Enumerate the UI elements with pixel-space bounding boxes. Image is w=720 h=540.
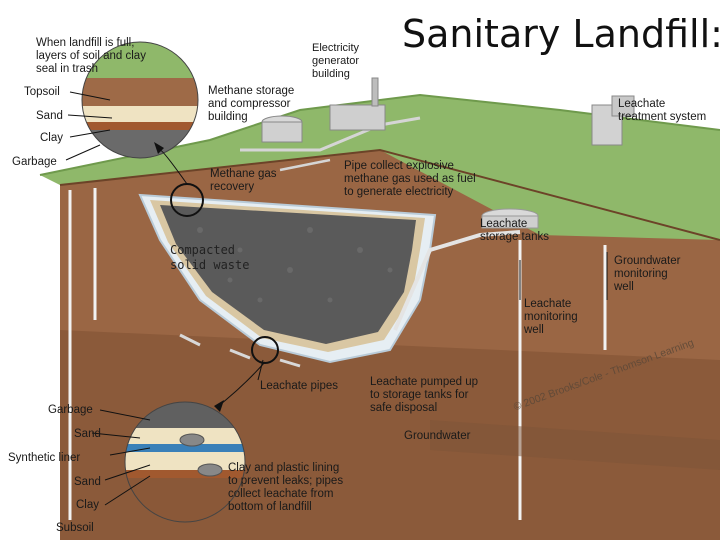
- groundwater-zone: [430, 420, 720, 470]
- methane-storage-building: [261, 115, 303, 143]
- sand-bottom2-label: Sand: [74, 476, 101, 488]
- methane-storage-label: Methane storage and compressor building: [208, 85, 295, 123]
- leachate-pipes-label: Leachate pipes: [260, 380, 339, 392]
- leachate-storage-tanks-label: Leachate storage tanks: [480, 218, 550, 243]
- leachate-treatment-building: [591, 95, 635, 146]
- leachate-treatment-label: Leachate treatment system: [618, 98, 707, 123]
- synthetic-liner-label: Synthetic liner: [8, 452, 81, 464]
- page-title: Sanitary Landfill:: [402, 12, 720, 56]
- leachate-up-pipe: [393, 230, 521, 331]
- front-edge: [59, 148, 720, 241]
- sand-top-label: Sand: [36, 110, 63, 122]
- leachate-pipes-circle: [251, 336, 279, 364]
- waste-texture: [197, 227, 393, 303]
- topsoil-label: Topsoil: [24, 86, 60, 98]
- methane-recovery-label: Methane gas recovery: [210, 168, 277, 193]
- arrow-head-top: [154, 142, 164, 154]
- grass-edge: [39, 93, 720, 176]
- when-full-label: When landfill is full, layers of soil an…: [36, 37, 146, 75]
- clay-top-label: Clay: [40, 132, 64, 144]
- grass-surface: [40, 95, 720, 240]
- sand-bottom-label: Sand: [74, 428, 101, 440]
- methane-pipe-2: [279, 158, 331, 172]
- compacted-waste: [160, 205, 416, 344]
- groundwater-monitoring-label: Groundwater monitoring well: [614, 255, 681, 293]
- pipe-collect-label: Pipe collect explosive methane gas used …: [344, 160, 476, 198]
- compacted-waste-label: Compacted solid waste: [170, 243, 250, 272]
- clay-plastic-lining-label: Clay and plastic lining to prevent leaks…: [228, 462, 344, 513]
- leachate-storage-tanks: [481, 208, 539, 229]
- garbage-top-label: Garbage: [12, 156, 57, 168]
- clay-bottom-label: Clay: [76, 499, 100, 511]
- electricity-generator-label: Electricity generator building: [312, 42, 360, 80]
- arrow-head-bottom: [214, 400, 224, 412]
- subsoil-label: Subsoil: [56, 522, 94, 534]
- garbage-bottom-label: Garbage: [48, 404, 93, 416]
- leachate-pumped-label: Leachate pumped up to storage tanks for …: [370, 376, 479, 414]
- electricity-generator-building: [329, 77, 386, 131]
- methane-pipe: [240, 116, 421, 152]
- leachate-pipes: [179, 333, 301, 368]
- groundwater-label: Groundwater: [404, 430, 471, 442]
- leachate-monitoring-label: Leachate monitoring well: [524, 298, 578, 336]
